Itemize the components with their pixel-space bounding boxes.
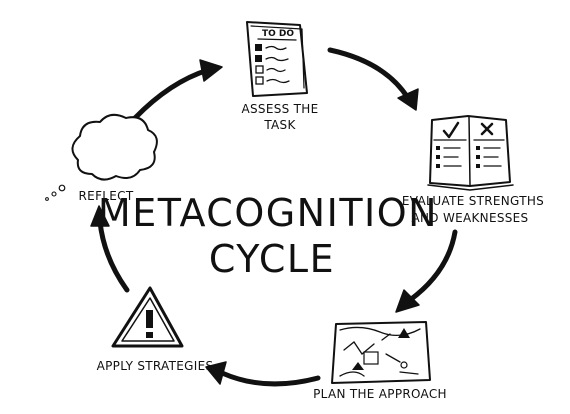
stage-label-plan: PLAN THE APPROACH	[313, 387, 447, 401]
stage-label-evaluate-line2: AND WEAKNESSES	[412, 211, 529, 225]
plan-map-icon	[331, 321, 431, 384]
checklist-book-icon	[427, 115, 514, 191]
stage-label-evaluate-line1: EVALUATE STRENGTHS	[402, 194, 544, 208]
arrow-plan-to-apply	[205, 361, 321, 387]
diagram-title-line1: METACOGNITION	[98, 191, 438, 235]
todo-list-icon: TO DO	[246, 21, 308, 97]
stage-label-assess-line1: ASSESS THE	[241, 102, 318, 116]
thought-cloud-icon	[45, 113, 158, 201]
diagram-title-line2: CYCLE	[209, 237, 335, 281]
arrow-assess-to-evaluate	[327, 47, 419, 111]
stage-label-apply: APPLY STRATEGIES	[97, 359, 214, 373]
warning-sign-icon	[111, 286, 184, 348]
stage-label-reflect: REFLECT	[79, 189, 134, 203]
stage-label-assess-line2: TASK	[263, 118, 296, 132]
arrow-evaluate-to-plan	[395, 229, 458, 313]
arrow-apply-to-reflect	[90, 205, 130, 293]
arrow-reflect-to-assess	[132, 59, 223, 121]
todo-list-heading: TO DO	[262, 29, 294, 39]
